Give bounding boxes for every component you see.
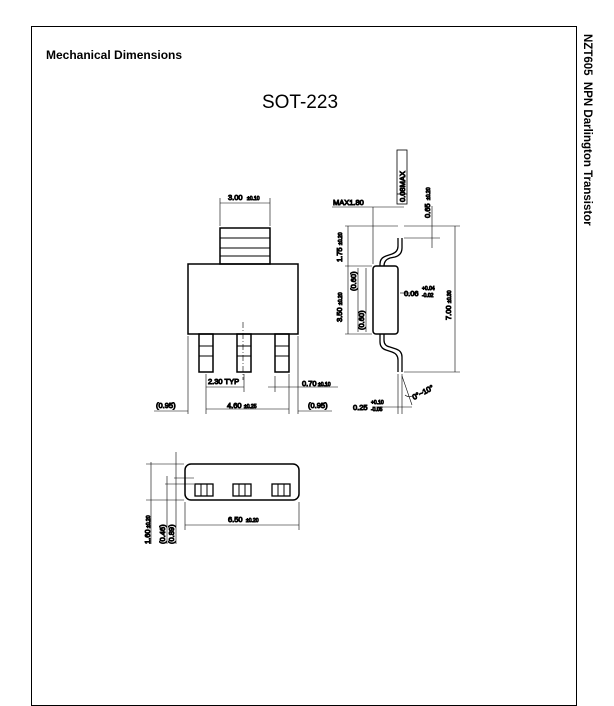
span-value: 4.60 xyxy=(227,401,242,410)
lead-length-tolerance: ±0.20 xyxy=(426,187,432,200)
pitch-value: 2.30 TYP xyxy=(208,377,239,386)
span-tolerance: ±0.25 xyxy=(244,404,257,410)
tab-width-value: 3.00 xyxy=(228,193,243,202)
tab-width-tolerance: ±0.10 xyxy=(247,196,260,202)
package-title: SOT-223 xyxy=(261,92,339,113)
total-width-value: 7.00 xyxy=(444,305,453,320)
side-body xyxy=(372,265,399,335)
thickness-tol-minus: -0.05 xyxy=(371,407,383,413)
lead-width-tolerance: ±0.10 xyxy=(318,382,331,388)
body-height-value: 3.50 xyxy=(335,307,344,322)
bottom-dim-a: (0.46) xyxy=(158,524,167,544)
bottom-height-value: 1.60 xyxy=(143,529,152,544)
inner-dim-a: (0.60) xyxy=(349,271,358,291)
body-height-tolerance: ±0.20 xyxy=(338,292,344,305)
right-overhang: (0.95) xyxy=(308,401,328,410)
bottom-height-tolerance: ±0.20 xyxy=(146,515,152,528)
lead-width-value: 0.70 xyxy=(302,379,317,388)
thickness-value: 0.25 xyxy=(353,403,368,412)
bottom-view xyxy=(146,452,300,544)
bottom-body xyxy=(184,463,300,501)
left-overhang: (0.95) xyxy=(156,401,176,410)
lead-length-value: 0.65 xyxy=(423,203,432,218)
bottom-length-value: 6.50 xyxy=(228,515,243,524)
lead-3 xyxy=(274,333,290,373)
standoff-tol-plus: +0.04 xyxy=(422,286,435,292)
mechanical-drawing: 3.00 ±0.10 2.30 TYP 0.70 ±0.10 4.60 ±0.2… xyxy=(143,149,460,545)
lead-angle: 0°~10° xyxy=(411,383,435,402)
standoff-tol-minus: -0.02 xyxy=(422,293,434,299)
tab-outline xyxy=(219,227,271,265)
side-view xyxy=(332,149,460,414)
document-side-title: NZT605 NPN Darlington Transistor xyxy=(581,34,593,226)
bottom-dim-b: (0.89) xyxy=(167,524,176,544)
total-width-tolerance: ±0.30 xyxy=(447,290,453,303)
inner-dim-b: (0.60) xyxy=(357,310,366,330)
max-height-value: MAX1.80 xyxy=(333,198,364,207)
body-top-tolerance: ±0.20 xyxy=(338,232,344,245)
top-view xyxy=(154,198,338,414)
lead-2 xyxy=(236,333,252,373)
thickness-tol-plus: +0.10 xyxy=(371,400,384,406)
lead-1 xyxy=(198,333,214,373)
standoff-value: 0.06 xyxy=(404,289,419,298)
section-title: Mechanical Dimensions xyxy=(46,48,183,62)
bottom-length-tolerance: ±0.20 xyxy=(246,518,259,524)
flatness-value: 0.08MAX xyxy=(398,171,407,202)
body-top-value: 1.75 xyxy=(335,247,344,262)
